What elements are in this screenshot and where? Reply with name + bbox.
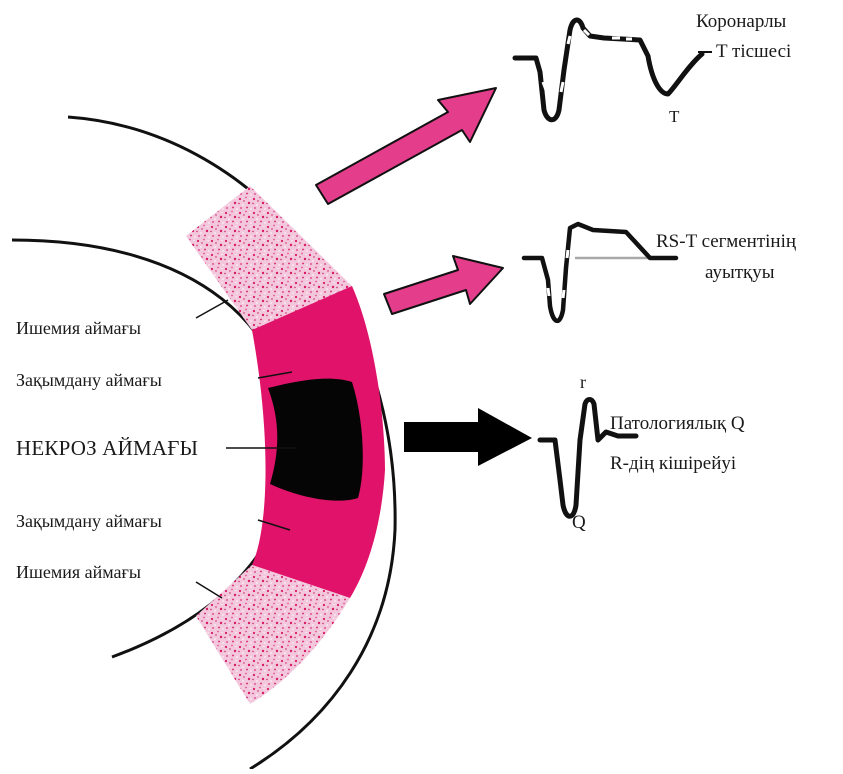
ecg-top-dashes — [543, 30, 632, 92]
ecg-top-t-label: T — [669, 107, 680, 126]
ecg-middle-trace — [524, 224, 676, 321]
ecg-middle-caption-line1: RS-T сегментінің — [656, 231, 796, 252]
ecg-bottom-caption-line2: R-дің кішірейуі — [610, 453, 736, 474]
label-ischemia-bottom: Ишемия аймағы — [16, 562, 141, 582]
label-injury-bottom: Зақымдану аймағы — [16, 511, 162, 531]
label-injury-top: Зақымдану аймағы — [16, 370, 162, 390]
arrow-bottom-icon — [404, 408, 532, 466]
ecg-bottom-q-label: Q — [572, 512, 586, 533]
ecg-bottom-caption-line1: Патологиялық Q — [610, 413, 745, 434]
necrosis-zone — [268, 379, 363, 501]
ecg-top-caption-line1: Коронарлы — [696, 11, 787, 32]
arrow-middle-icon — [384, 256, 503, 314]
label-ischemia-top: Ишемия аймағы — [16, 318, 141, 338]
leader-ischemia-top — [196, 300, 228, 318]
arrow-top-icon — [316, 88, 496, 204]
ecg-top-caption-line2: T тісшесі — [716, 41, 791, 62]
ecg-middle-caption-line2: ауытқуы — [705, 262, 775, 283]
ecg-rst-deviation — [524, 224, 676, 321]
ecg-coronary-t-wave — [515, 20, 702, 120]
leader-ischemia-bottom — [196, 582, 222, 598]
label-necrosis: НЕКРОЗ АЙМАҒЫ — [16, 436, 198, 460]
zone-labels: Ишемия аймағы Зақымдану аймағы НЕКРОЗ АЙ… — [16, 318, 198, 582]
ecg-bottom-r-label: r — [580, 372, 586, 392]
